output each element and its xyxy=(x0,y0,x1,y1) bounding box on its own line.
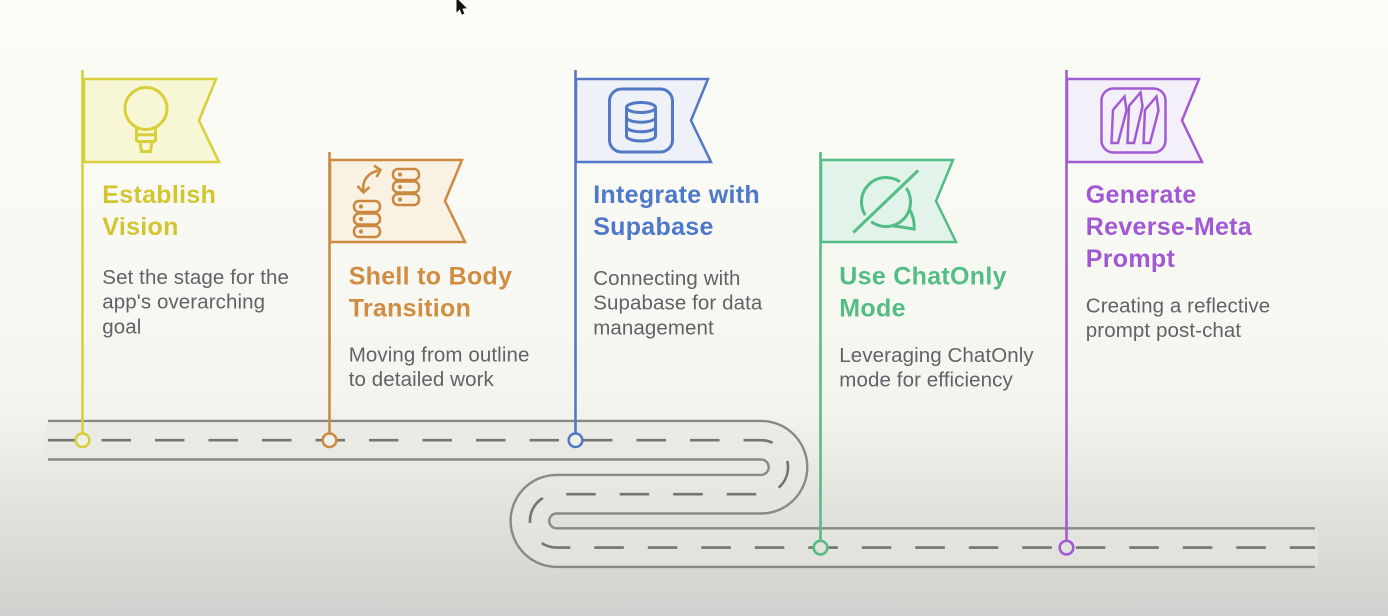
svg-text:Leveraging ChatOnly: Leveraging ChatOnly xyxy=(839,344,1034,367)
svg-text:Use ChatOnly: Use ChatOnly xyxy=(839,263,1007,291)
svg-text:app's overarching: app's overarching xyxy=(102,291,265,314)
svg-text:management: management xyxy=(593,316,714,339)
svg-text:Establish: Establish xyxy=(102,181,216,209)
svg-text:Connecting with: Connecting with xyxy=(593,267,740,290)
svg-text:Shell to Body: Shell to Body xyxy=(349,263,513,291)
svg-text:Supabase: Supabase xyxy=(593,213,714,241)
svg-text:to detailed work: to detailed work xyxy=(349,368,495,391)
svg-text:Creating a reflective: Creating a reflective xyxy=(1086,295,1270,318)
svg-text:Transition: Transition xyxy=(349,295,471,323)
svg-text:prompt post-chat: prompt post-chat xyxy=(1086,319,1242,342)
svg-text:mode for efficiency: mode for efficiency xyxy=(839,369,1013,392)
svg-text:Reverse-Meta: Reverse-Meta xyxy=(1086,213,1253,241)
svg-text:Generate: Generate xyxy=(1086,181,1197,209)
svg-text:goal: goal xyxy=(102,315,141,338)
svg-text:Moving from outline: Moving from outline xyxy=(349,344,530,367)
svg-text:Vision: Vision xyxy=(102,213,178,241)
svg-text:Set the stage for the: Set the stage for the xyxy=(102,266,289,289)
svg-text:Supabase for data: Supabase for data xyxy=(593,292,763,315)
svg-text:Integrate with: Integrate with xyxy=(593,181,760,209)
svg-text:Mode: Mode xyxy=(839,295,905,323)
svg-text:Prompt: Prompt xyxy=(1086,245,1176,273)
